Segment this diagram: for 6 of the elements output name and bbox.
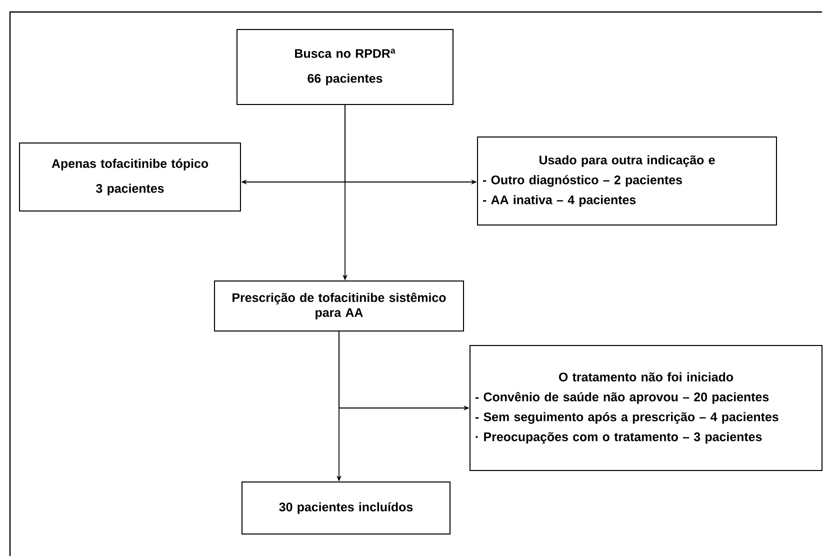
process-box: Prescrição de tofacitinibe sistêmico para AA	[214, 280, 464, 332]
process-box: Busca no RPDR$^{a}$ 66 pacientes	[236, 29, 454, 105]
process-box: 30 pacientes incluídos	[242, 482, 450, 534]
process-box: Apenas tofacitinibe tópico 3 pacientes	[19, 142, 241, 212]
process-box: O tratamento não foi iniciado - Convênio de saúde não aprovou – 20 pacientes - Sem seguimento após a prescrição – 4 pacientes · Preocupações com o tratamento – 3 pacientes	[470, 345, 822, 471]
process-box: Usado para outra indicação e - Outro diagnóstico – 2 pacientes - AA inativa – 4 pacientes	[477, 136, 777, 226]
